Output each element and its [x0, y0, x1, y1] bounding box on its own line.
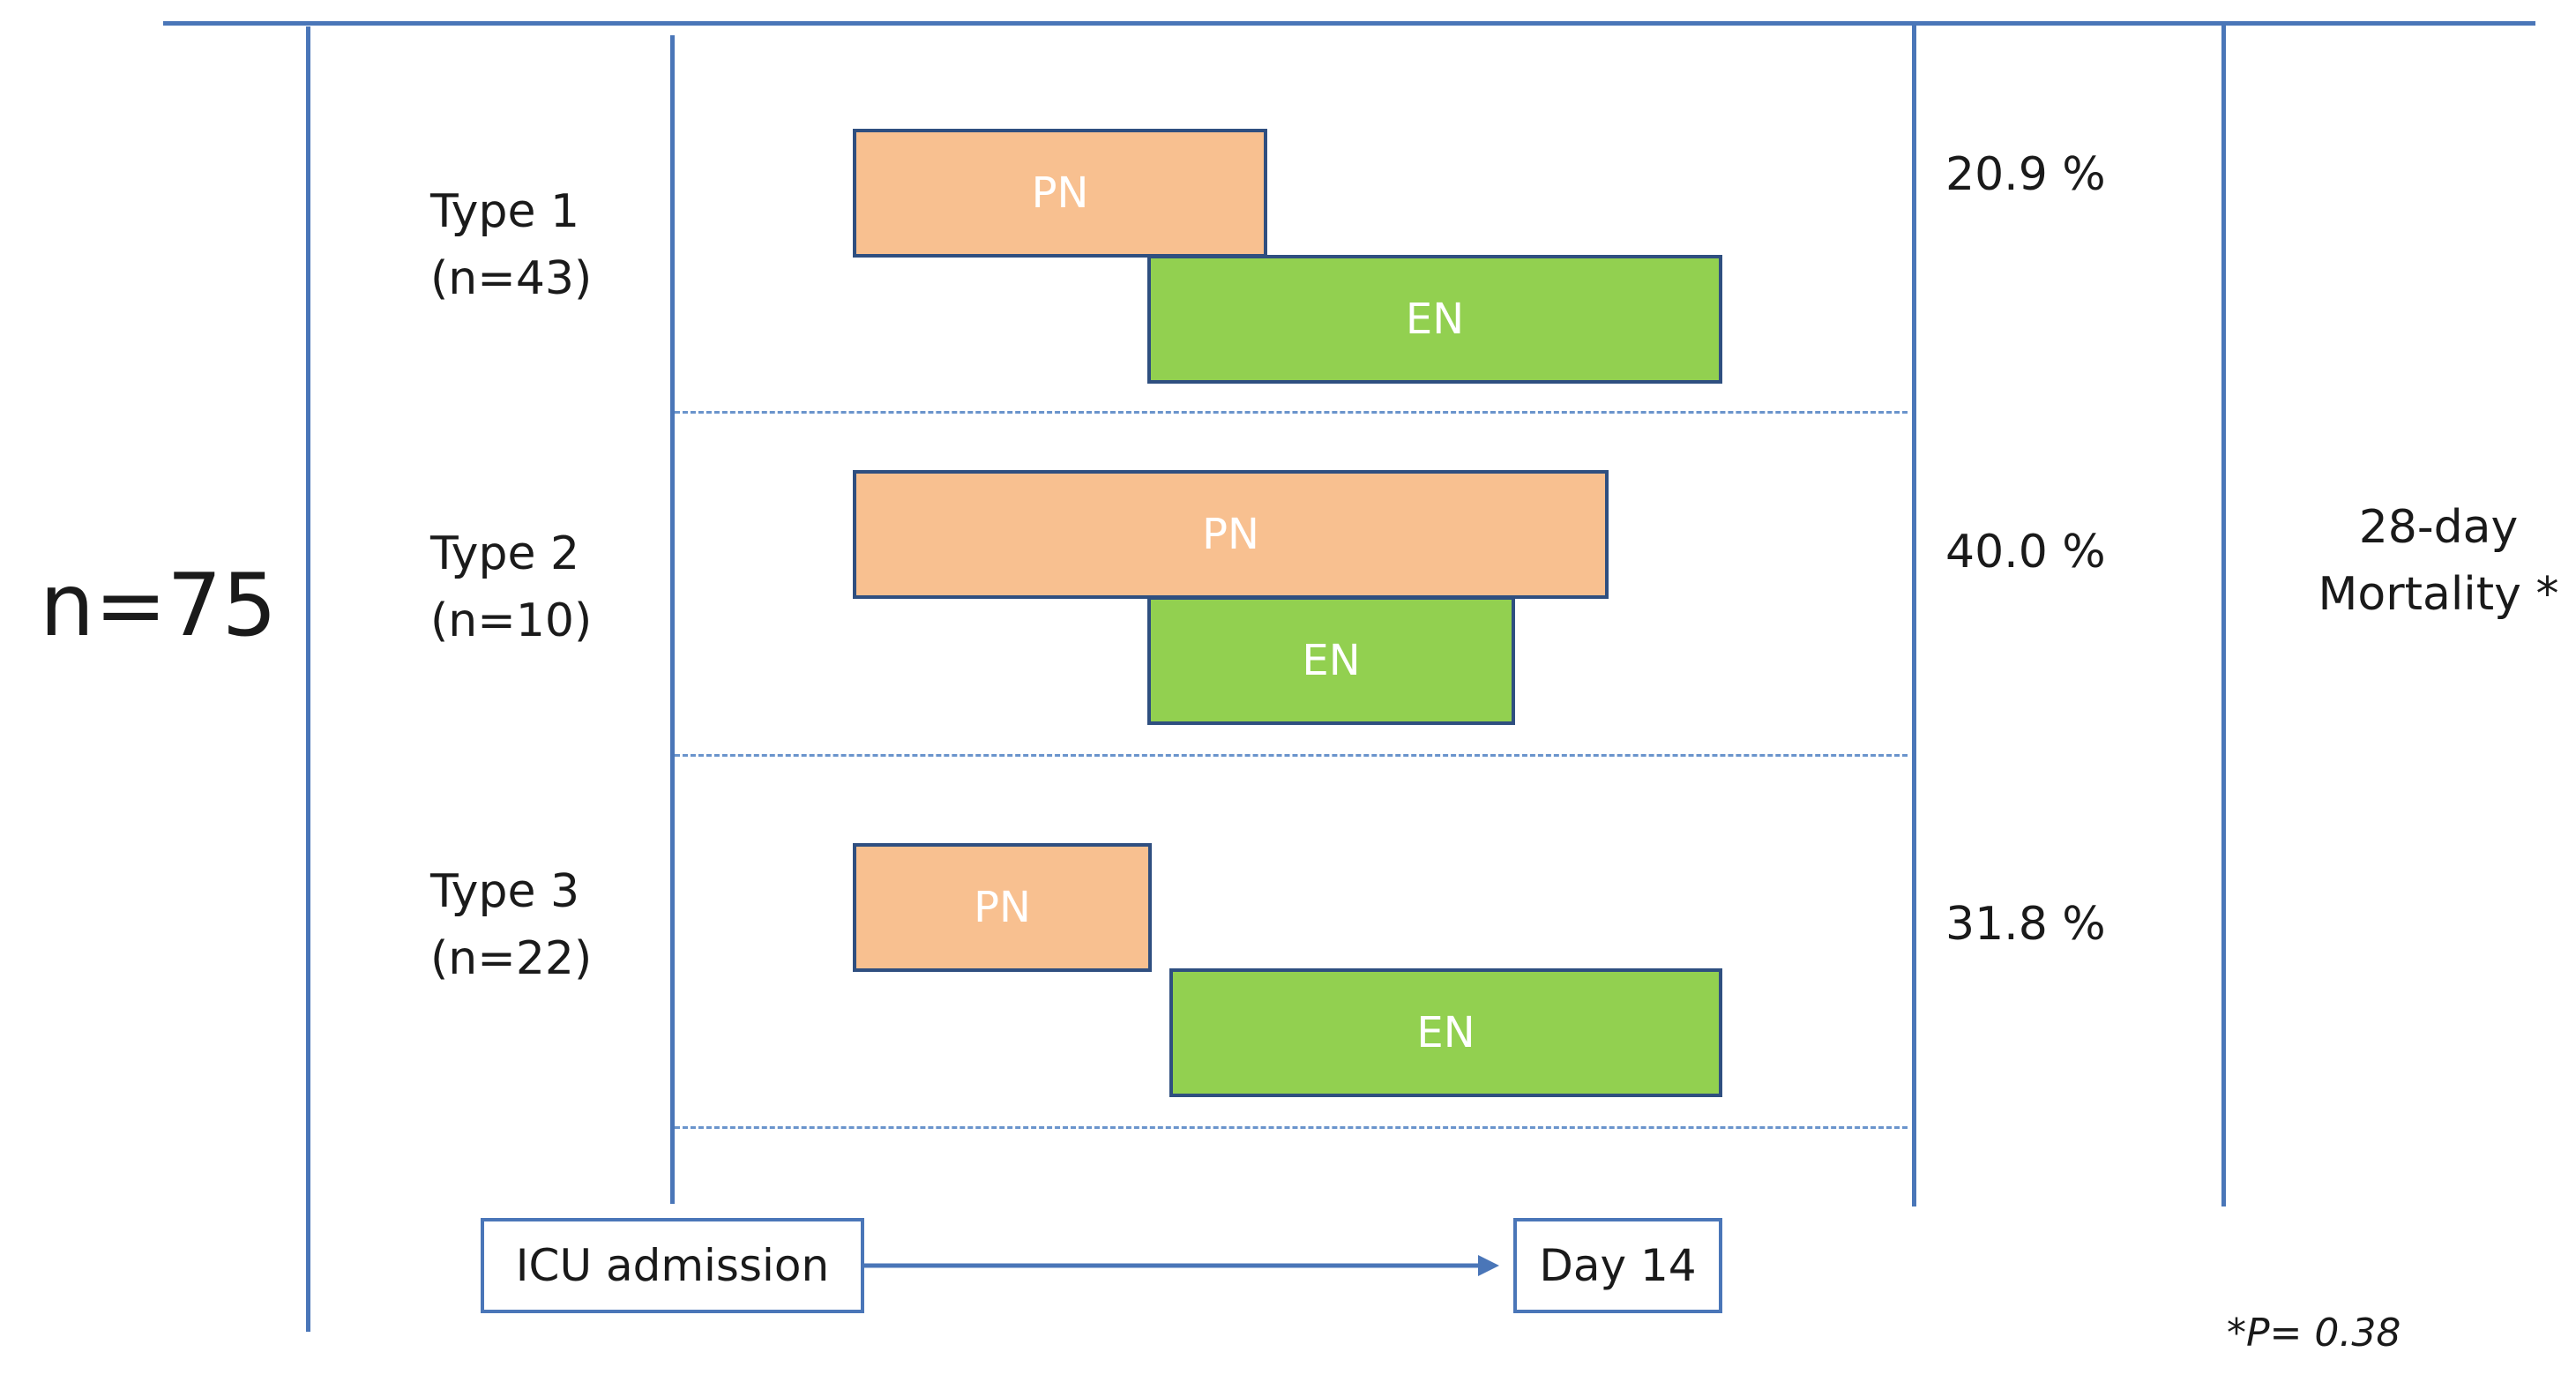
p-value-note: *P= 0.38: [2227, 1311, 2401, 1356]
mortality-type-1: 20.9 %: [1945, 148, 2106, 201]
pn-bar-label: PN: [1202, 510, 1259, 559]
group-sample-size: (n=22): [430, 932, 593, 985]
mortality-column-left-line: [1912, 25, 1916, 1206]
mortality-type-3: 31.8 %: [1945, 898, 2106, 951]
outcome-label: 28-day Mortality *: [2311, 494, 2566, 628]
left-divider-line: [306, 26, 310, 1332]
en-bar-type-2: EN: [1147, 596, 1515, 725]
group-label-type-2: Type 2 (n=10): [430, 520, 592, 654]
outcome-label-line-2: Mortality *: [2318, 568, 2559, 621]
total-n-label: n=75: [40, 556, 277, 656]
en-bar-label: EN: [1405, 295, 1465, 344]
mortality-type-2: 40.0 %: [1945, 526, 2106, 579]
group-separator-2: [675, 754, 1908, 757]
pn-bar-type-2: PN: [853, 470, 1609, 599]
group-separator-1: [675, 411, 1908, 414]
group-sample-size: (n=10): [430, 594, 593, 647]
pn-bar-type-1: PN: [853, 129, 1267, 258]
group-type-name: Type 2: [430, 527, 580, 580]
pn-bar-label: PN: [974, 883, 1031, 932]
group-label-type-3: Type 3 (n=22): [430, 858, 592, 992]
en-bar-label: EN: [1416, 1008, 1475, 1057]
timeline-axis-line: [670, 35, 675, 1204]
group-type-name: Type 3: [430, 865, 580, 918]
outcome-label-line-1: 28-day: [2358, 501, 2519, 554]
en-bar-type-1: EN: [1147, 255, 1722, 384]
group-separator-3: [675, 1126, 1908, 1129]
top-border-line: [163, 21, 2535, 26]
day-14-box: Day 14: [1513, 1218, 1722, 1313]
pn-bar-label: PN: [1031, 168, 1089, 218]
group-label-type-1: Type 1 (n=43): [430, 178, 592, 312]
group-sample-size: (n=43): [430, 252, 593, 305]
en-bar-label: EN: [1302, 636, 1361, 685]
group-type-name: Type 1: [430, 185, 580, 238]
pn-bar-type-3: PN: [853, 843, 1152, 972]
icu-admission-box: ICU admission: [481, 1218, 864, 1313]
en-bar-type-3: EN: [1169, 968, 1722, 1097]
timeline-arrow: [864, 1255, 1499, 1276]
mortality-column-right-line: [2221, 25, 2226, 1206]
